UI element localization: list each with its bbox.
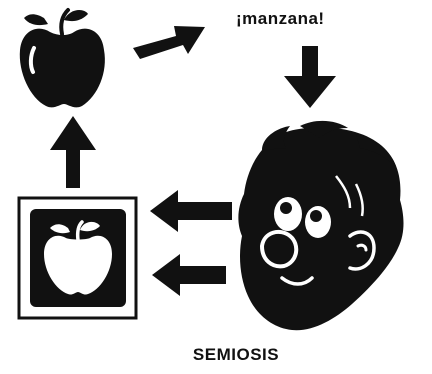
spoken-word-label: ¡manzana! bbox=[236, 9, 325, 29]
diagram-caption: SEMIOSIS bbox=[0, 345, 432, 365]
apple-sign-icon bbox=[19, 198, 136, 318]
